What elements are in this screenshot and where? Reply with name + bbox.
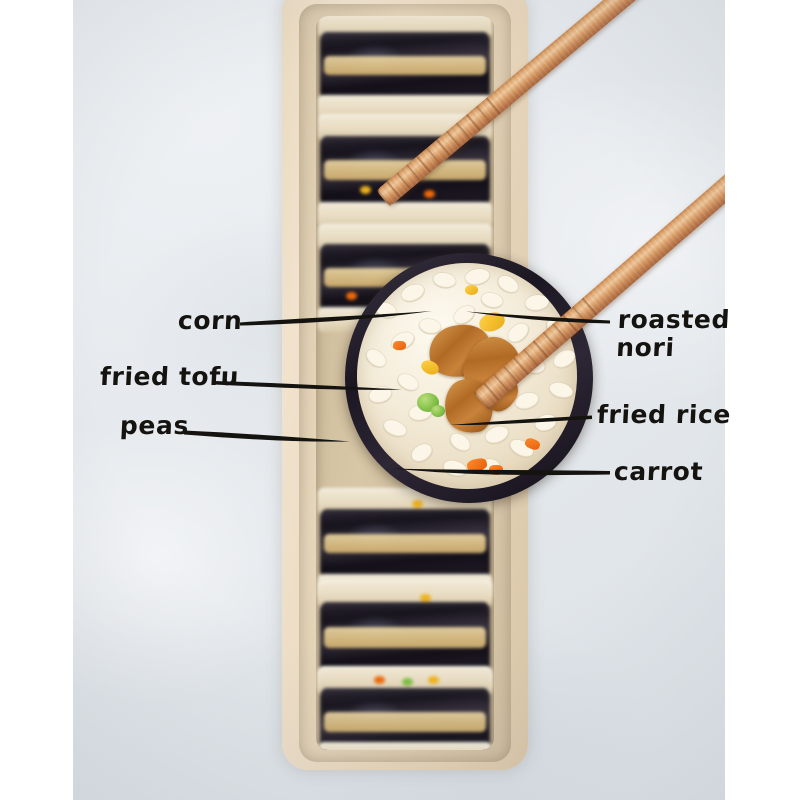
maki-roll xyxy=(316,578,494,698)
corn-piece xyxy=(465,285,478,295)
maki-roll xyxy=(316,740,494,750)
fried-rice-fill xyxy=(357,263,577,489)
label-carrot: carrot xyxy=(613,457,704,486)
label-roasted-nori-line2: nori xyxy=(615,333,676,362)
maki-roll xyxy=(316,664,494,750)
label-corn: corn xyxy=(177,306,244,335)
label-fried-tofu: fried tofu xyxy=(99,362,240,391)
label-peas: peas xyxy=(119,411,190,440)
label-fried-rice: fried rice xyxy=(596,400,732,429)
photo-vignette xyxy=(73,0,725,800)
carrot-piece xyxy=(393,341,406,350)
label-roasted-nori: roasted nori xyxy=(615,305,731,362)
pea-piece xyxy=(431,405,445,417)
held-maki-cross-section xyxy=(345,253,593,503)
label-roasted-nori-line1: roasted xyxy=(617,305,731,334)
